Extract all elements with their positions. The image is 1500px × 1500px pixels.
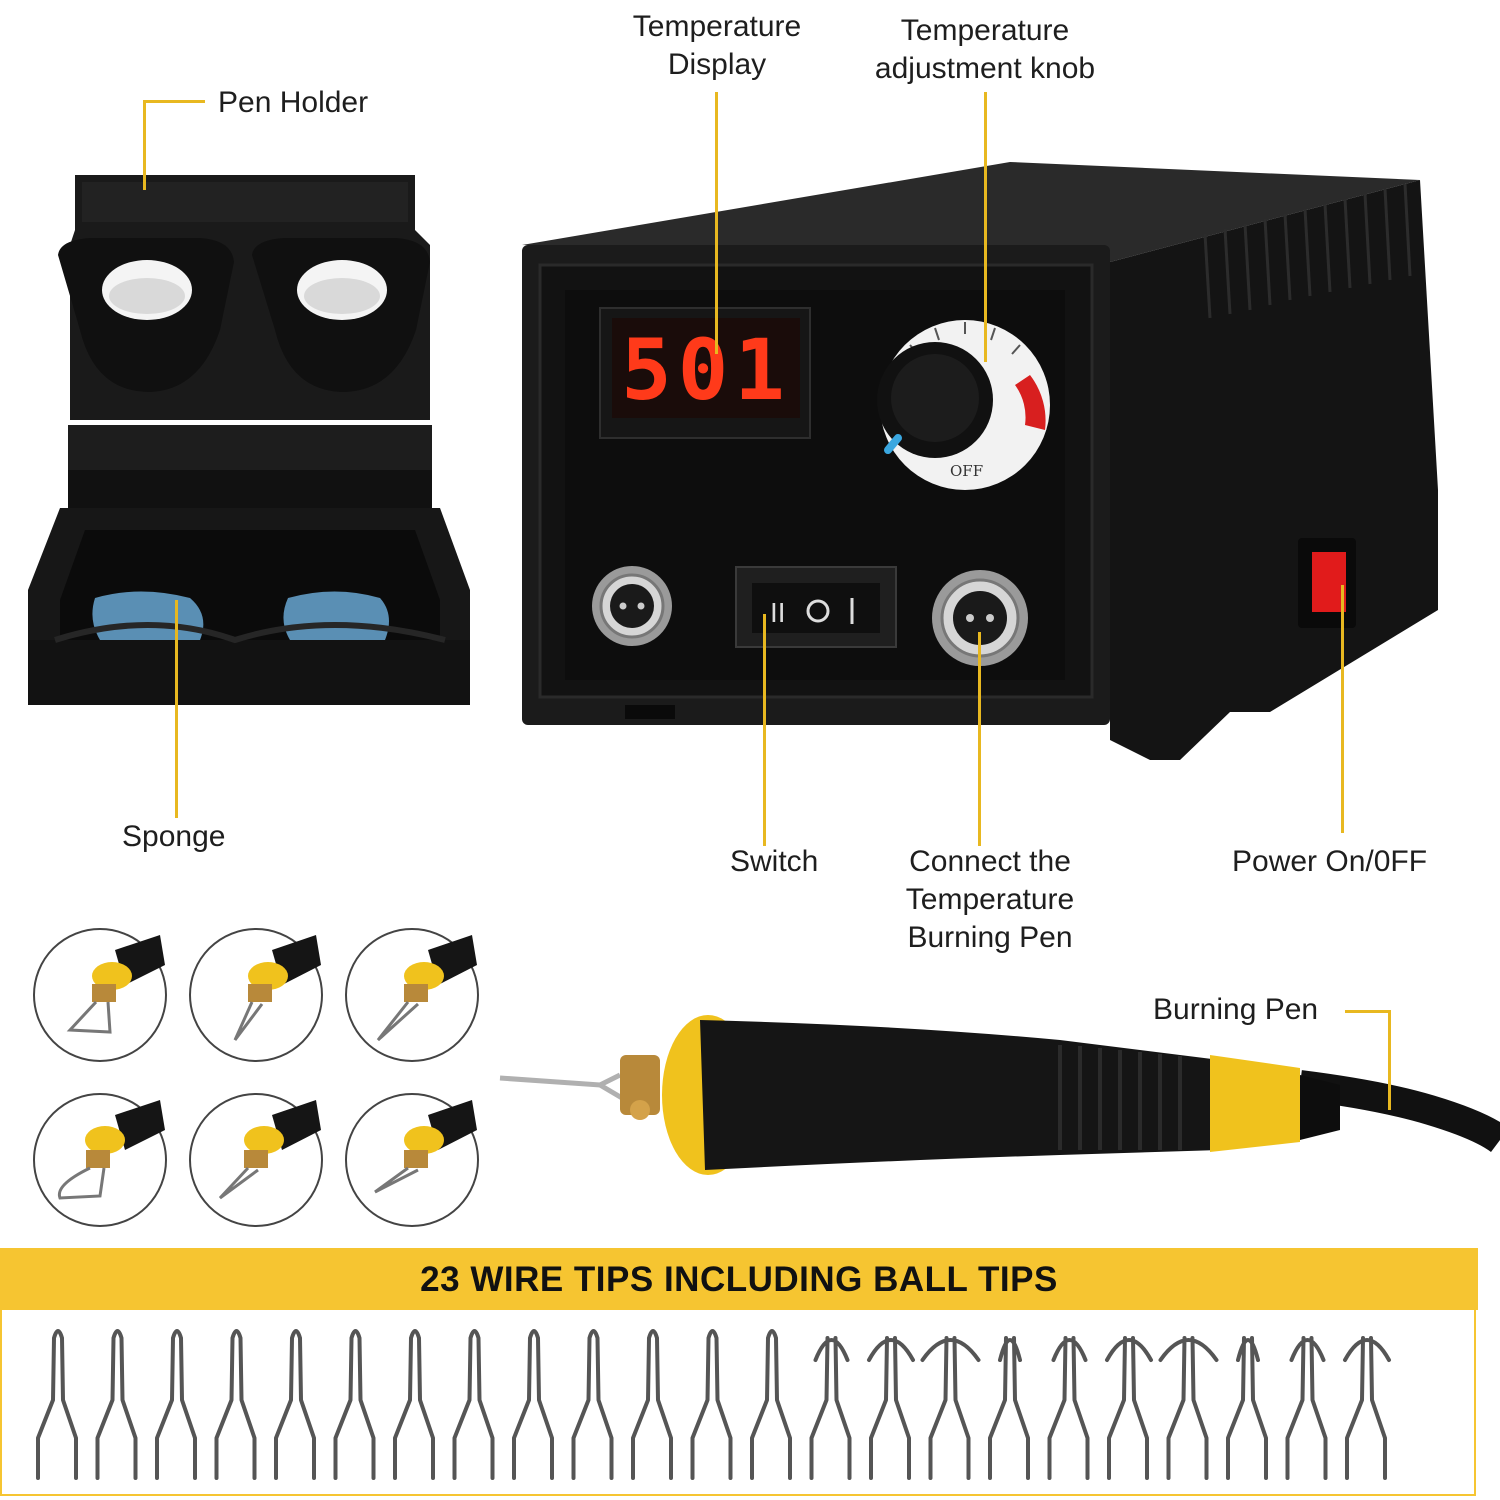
label-power: Power On/0FF bbox=[1232, 845, 1428, 878]
wire-tips-banner: 23 WIRE TIPS INCLUDING BALL TIPS bbox=[0, 1248, 1478, 1310]
wire-tip-19 bbox=[1105, 1336, 1153, 1480]
wire-tip-5 bbox=[274, 1329, 316, 1480]
label-connect-pen-line2: Temperature bbox=[905, 883, 1075, 916]
station-icon: II bbox=[522, 162, 1438, 760]
wire-tip-2 bbox=[95, 1329, 138, 1480]
wire-tip-6 bbox=[333, 1329, 376, 1480]
tip-closeup-4 bbox=[33, 1093, 167, 1227]
wire-tip-16 bbox=[920, 1336, 981, 1480]
tip-closeup-6 bbox=[345, 1093, 479, 1227]
wire-tip-9 bbox=[512, 1329, 554, 1480]
wire-tip-8 bbox=[452, 1329, 495, 1480]
leader-burning-pen-v bbox=[1388, 1010, 1391, 1110]
leader-burning-pen-h bbox=[1345, 1010, 1390, 1013]
leader-switch bbox=[763, 614, 766, 846]
wire-tip-7 bbox=[393, 1329, 435, 1480]
wire-tips-banner-text: 23 WIRE TIPS INCLUDING BALL TIPS bbox=[420, 1260, 1058, 1299]
label-temperature-display: Temperature Display bbox=[617, 8, 817, 84]
label-switch: Switch bbox=[730, 845, 819, 878]
tip-closeup-3 bbox=[345, 928, 479, 1062]
label-sponge: Sponge bbox=[122, 820, 226, 853]
label-temperature-knob: Temperature adjustment knob bbox=[855, 12, 1115, 88]
svg-text:II: II bbox=[770, 597, 786, 628]
label-temperature-knob-line1: Temperature bbox=[900, 14, 1070, 47]
label-temperature-display-line2: Display bbox=[667, 48, 767, 81]
wire-tip-18 bbox=[1047, 1336, 1090, 1480]
label-connect-pen: Connect the Temperature Burning Pen bbox=[880, 843, 1100, 957]
wire-tip-20 bbox=[1158, 1336, 1219, 1480]
leader-power bbox=[1341, 585, 1344, 833]
pen-holder-icon bbox=[28, 175, 470, 705]
wire-tip-11 bbox=[631, 1329, 673, 1480]
label-temperature-knob-line2: adjustment knob bbox=[874, 52, 1096, 85]
wire-tip-3 bbox=[155, 1329, 197, 1480]
label-connect-pen-line1: Connect the bbox=[909, 845, 1071, 878]
label-connect-pen-line3: Burning Pen bbox=[907, 921, 1073, 954]
leader-connect bbox=[978, 632, 981, 846]
temperature-readout: 501 bbox=[621, 321, 791, 419]
wire-tip-12 bbox=[690, 1329, 733, 1480]
wire-tip-13 bbox=[750, 1329, 792, 1480]
label-temperature-display-line1: Temperature bbox=[632, 10, 802, 43]
leader-temp-display bbox=[715, 92, 718, 354]
wire-tip-17 bbox=[988, 1336, 1030, 1480]
knob-off-label: OFF bbox=[950, 462, 984, 480]
wire-tip-4 bbox=[214, 1329, 257, 1480]
label-pen-holder: Pen Holder bbox=[218, 86, 369, 119]
tip-closeup-2 bbox=[189, 928, 323, 1062]
vent-fins bbox=[1203, 183, 1412, 319]
wire-tip-22 bbox=[1285, 1336, 1328, 1480]
leader-knob bbox=[984, 92, 987, 362]
leader-pen-holder-v bbox=[143, 100, 146, 190]
tip-closeup-1 bbox=[33, 928, 167, 1062]
wire-tip-1 bbox=[36, 1329, 78, 1480]
wire-tips-panel bbox=[0, 1304, 1476, 1496]
tip-closeup-5 bbox=[189, 1093, 323, 1227]
leader-pen-holder-h bbox=[143, 100, 205, 103]
wire-tip-15 bbox=[867, 1336, 915, 1480]
burning-pen-icon bbox=[499, 1015, 1500, 1175]
wire-tip-14 bbox=[809, 1336, 852, 1480]
label-burning-pen: Burning Pen bbox=[1153, 993, 1319, 1026]
wire-tip-23 bbox=[1343, 1336, 1391, 1480]
wire-tip-10 bbox=[571, 1329, 614, 1480]
leader-sponge bbox=[175, 600, 178, 818]
wire-tip-21 bbox=[1226, 1336, 1268, 1480]
